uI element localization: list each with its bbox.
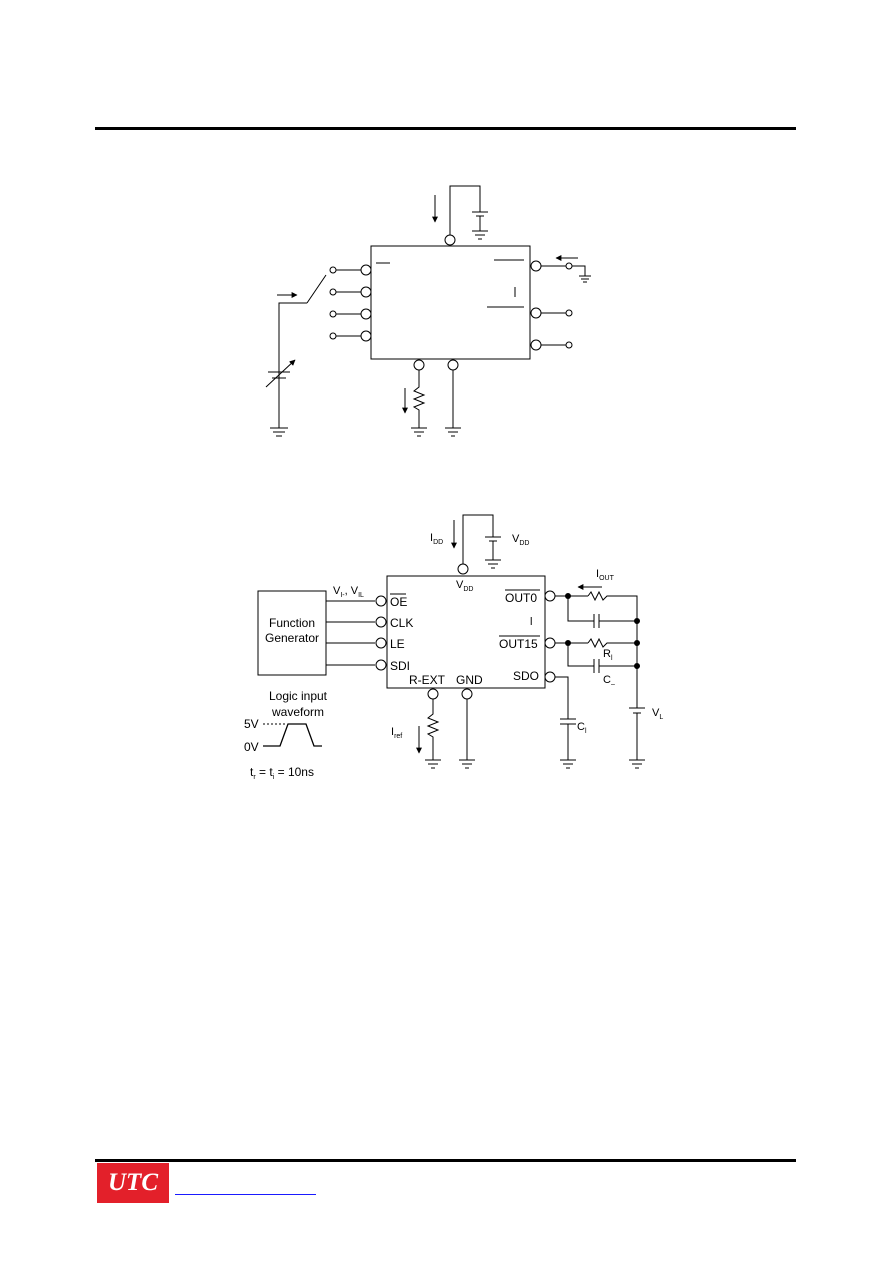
gnd-pin-1 [447, 359, 459, 371]
vl-label: VL [652, 707, 663, 721]
vdd-wire-1 [449, 185, 481, 235]
function-generator-box [257, 590, 327, 676]
logic-input-label-1: Logic input [269, 689, 328, 703]
junction-dot [634, 663, 640, 669]
junction-dot [634, 640, 640, 646]
pin-rext-label: R-EXT [409, 673, 446, 687]
gnd-pin-2 [461, 688, 473, 700]
vdd-battery-2 [485, 536, 501, 560]
vdd-pin-1 [444, 234, 456, 246]
footer-rule [95, 1159, 796, 1162]
pin-sdi-label: SDI [390, 659, 410, 673]
vdd-battery-1 [472, 211, 488, 231]
var-supply-arrow-1 [265, 359, 296, 388]
ground-icon [472, 230, 488, 240]
ic-box-2 [386, 575, 546, 689]
level-0v-label: 0V [244, 740, 259, 754]
footer-link[interactable] [175, 1194, 316, 1195]
pin-clk-label: CLK [390, 616, 413, 630]
vdd-pin-label: VDD [456, 579, 473, 593]
ground-icon [485, 559, 501, 569]
ground-icon [629, 759, 645, 769]
sdo-pin-2 [544, 671, 556, 683]
waveform-pulse [263, 723, 322, 747]
header-rule [95, 127, 796, 130]
sdo-wire [555, 676, 576, 760]
var-supply-1 [268, 371, 290, 379]
logo-text: UTC [108, 1169, 158, 1196]
cl-sdo-label: Cl [577, 721, 587, 735]
idd-label: IDD [430, 532, 443, 546]
ground-icon [270, 427, 288, 437]
rext-resistor-2 [426, 699, 440, 760]
pin-out15-label: OUT15 [499, 637, 538, 651]
junction-dot [565, 640, 571, 646]
function-generator-label-2: Generator [265, 631, 319, 645]
iref-label: Iref [391, 726, 402, 740]
ground-icon [445, 427, 461, 437]
vih-vil-label: VI-, VIL [333, 585, 364, 599]
ground-icon [425, 759, 441, 769]
input-pins-2 [326, 595, 387, 671]
output-pins-1 [530, 260, 591, 351]
ground-icon [560, 759, 576, 769]
output-loads-2 [544, 590, 640, 673]
rext-resistor-1 [412, 370, 426, 428]
logic-input-label-2: waveform [271, 705, 324, 719]
waveform-dashes [263, 723, 286, 747]
pin-out0-label: OUT0 [505, 591, 537, 605]
ground-icon [459, 759, 475, 769]
vdd-pin-2 [457, 563, 469, 575]
test-circuit-1 [265, 185, 591, 437]
function-generator-label-1: Function [269, 616, 315, 630]
test-circuit-2: IDD VDD VDD Function Generator VI-, VIL … [244, 514, 663, 781]
ground-icon [411, 427, 427, 437]
input-pins-1 [329, 264, 372, 342]
level-5v-label: 5V [244, 717, 259, 731]
junction-dot [634, 618, 640, 624]
vl-battery [629, 670, 645, 760]
pin-oe-label: OE [390, 595, 407, 609]
pin-sdo-label: SDO [513, 669, 539, 683]
switch-1 [278, 274, 327, 428]
utc-logo: UTC [97, 1163, 169, 1203]
pin-le-label: LE [390, 637, 405, 651]
junction-dot [565, 593, 571, 599]
cl-load-label: C– [603, 674, 615, 688]
timing-label: tr = ti = 10ns [250, 765, 314, 781]
vdd-wire-2 [462, 514, 494, 564]
ic-box-1 [370, 245, 531, 360]
pin-dots-label: l [530, 616, 532, 628]
rext-pin-2 [427, 688, 439, 700]
iout-label: IOUT [596, 568, 615, 582]
rext-pin-1 [413, 359, 425, 371]
pin-gnd-label: GND [456, 673, 483, 687]
vdd-supply-label: VDD [512, 533, 529, 547]
rl-label: Rl [603, 648, 613, 662]
